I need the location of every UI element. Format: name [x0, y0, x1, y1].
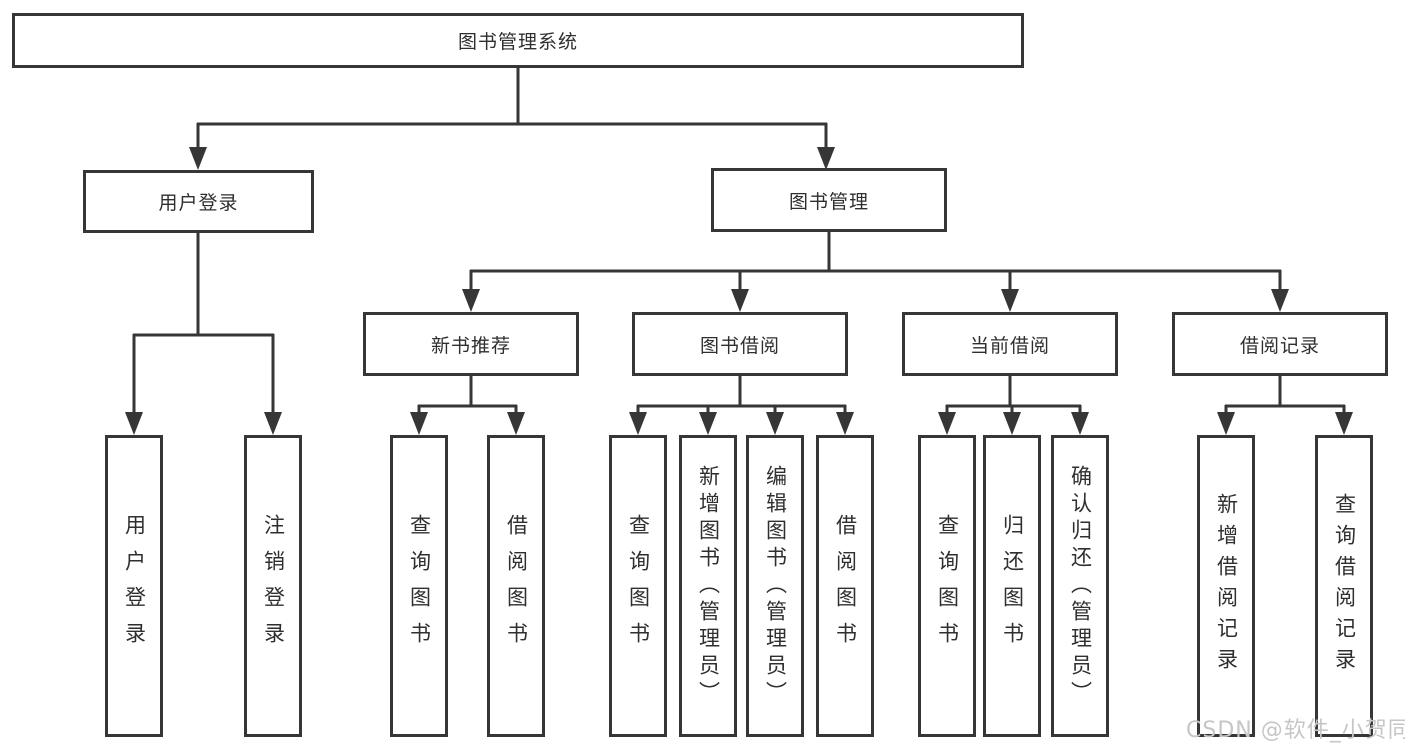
- node-label: 归还图书: [1000, 514, 1025, 658]
- node-new-book-recommend: 新书推荐: [363, 312, 579, 376]
- node-label: 新增借阅记录: [1214, 493, 1239, 679]
- node-label: 借阅记录: [1239, 334, 1320, 357]
- leaf-add-books-admin: 新增图书（管理员）: [679, 435, 737, 737]
- node-label: 查询图书: [626, 514, 651, 658]
- node-label: 确认归还（管理员）: [1068, 464, 1093, 708]
- node-label: 图书管理系统: [457, 31, 578, 53]
- leaf-query-books-1: 查询图书: [390, 435, 448, 737]
- leaf-logout: 注销登录: [244, 435, 302, 737]
- node-borrow-records: 借阅记录: [1172, 312, 1388, 376]
- node-label: 借阅图书: [833, 514, 858, 658]
- node-label: 图书管理: [788, 190, 869, 213]
- node-label: 用户登录: [158, 192, 239, 214]
- node-book-borrow: 图书借阅: [632, 312, 848, 376]
- node-label: 新增图书（管理员）: [696, 464, 721, 708]
- leaf-query-borrow-record: 查询借阅记录: [1315, 435, 1373, 737]
- node-label: 查询图书: [407, 514, 432, 658]
- node-label: 用户登录: [122, 514, 147, 658]
- node-current-borrow: 当前借阅: [902, 312, 1118, 376]
- node-label: 当前借阅: [969, 334, 1050, 357]
- leaf-user-login: 用户登录: [105, 435, 163, 737]
- leaf-query-books-3: 查询图书: [918, 435, 976, 737]
- node-label: 借阅图书: [504, 514, 529, 658]
- node-label: 编辑图书（管理员）: [763, 464, 788, 708]
- node-user-login: 用户登录: [83, 170, 314, 233]
- node-label: 新书推荐: [430, 334, 511, 357]
- node-label: 注销登录: [261, 514, 286, 658]
- node-label: 查询图书: [935, 514, 960, 658]
- leaf-borrow-books-1: 借阅图书: [487, 435, 545, 737]
- leaf-confirm-return-admin: 确认归还（管理员）: [1051, 435, 1109, 737]
- csdn-watermark: CSDN @软件_小贺同学: [1186, 718, 1405, 743]
- leaf-add-borrow-record: 新增借阅记录: [1197, 435, 1255, 737]
- leaf-query-books-2: 查询图书: [609, 435, 667, 737]
- node-root-system: 图书管理系统: [12, 13, 1024, 68]
- leaf-borrow-books-2: 借阅图书: [816, 435, 874, 737]
- node-book-management: 图书管理: [711, 168, 947, 232]
- node-label: 查询借阅记录: [1332, 493, 1357, 679]
- node-label: 图书借阅: [699, 334, 780, 357]
- leaf-return-books: 归还图书: [983, 435, 1041, 737]
- leaf-edit-books-admin: 编辑图书（管理员）: [746, 435, 804, 737]
